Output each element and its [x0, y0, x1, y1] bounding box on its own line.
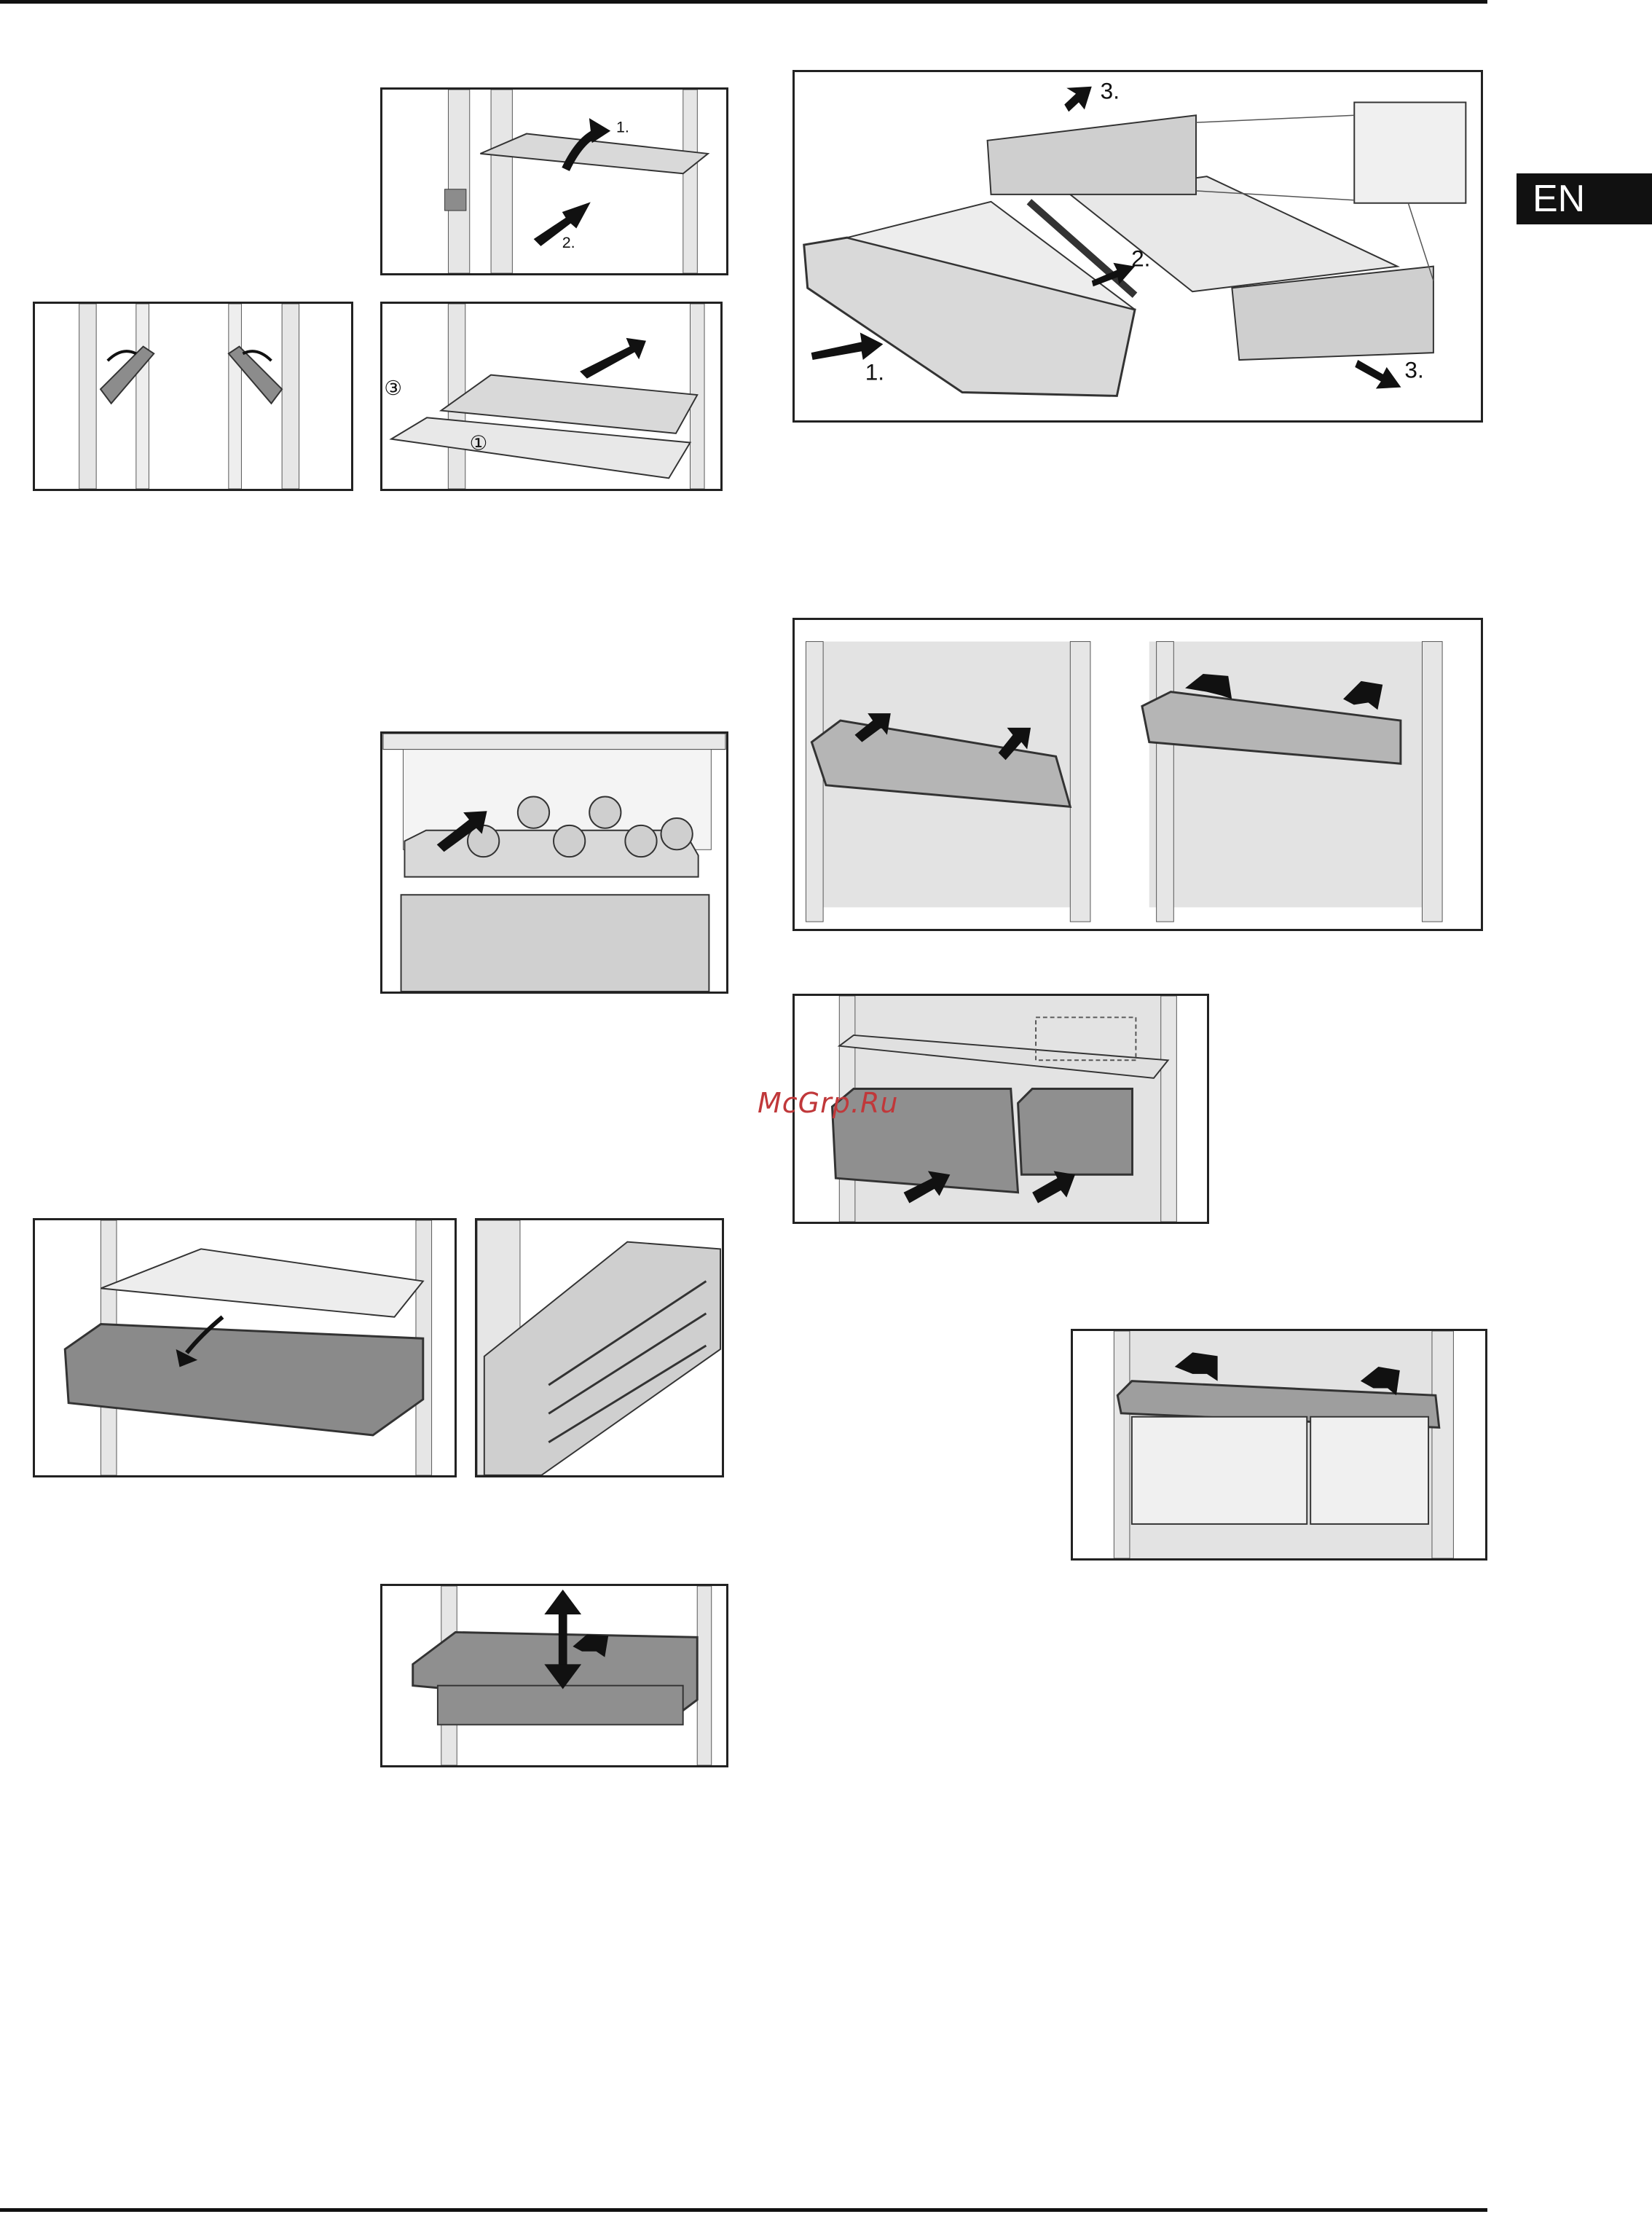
drawer-lift-illustration: [382, 1586, 726, 1765]
part-3-label: ③: [384, 377, 402, 399]
figure-shelf-tilt: 1. 2.: [380, 87, 728, 275]
step-3b-label: 3.: [1404, 357, 1423, 383]
step-2-label: 2.: [562, 234, 575, 251]
figure-shelf-insert: ③ ①: [380, 302, 723, 491]
door-shelf-illustration: [795, 620, 1481, 929]
bottle-rack-illustration: [382, 734, 726, 992]
shelf-supports-illustration: [35, 304, 351, 489]
figure-door-bin: [1071, 1329, 1487, 1561]
watermark: McGrp.Ru: [758, 1087, 898, 1119]
figure-door-shelf: [792, 618, 1483, 931]
figure-drawer-lift: [380, 1584, 728, 1767]
language-tab: EN: [1517, 173, 1652, 224]
bottom-rule: [0, 2208, 1487, 2212]
figure-drawer-rail: [475, 1218, 724, 1477]
shelf-tilt-illustration: 1. 2.: [382, 90, 726, 273]
part-1-label: ①: [470, 431, 488, 454]
shelf-insert-illustration: ③ ①: [382, 304, 720, 489]
figure-bottle-rack: [380, 731, 728, 994]
step-3a-label: 3.: [1101, 78, 1120, 104]
drawer-removal-illustration: 1. 2. 3. 3.: [795, 72, 1481, 420]
figure-drawer-removal: 1. 2. 3. 3.: [792, 70, 1483, 423]
figure-shelf-supports: [33, 302, 353, 491]
door-bin-illustration: [1073, 1331, 1485, 1558]
step-1-label: 1.: [865, 359, 884, 385]
step-2-label: 2.: [1131, 246, 1150, 272]
drawer-glass-illustration: [35, 1220, 455, 1475]
top-rule: [0, 0, 1487, 4]
drawer-rail-illustration: [477, 1220, 722, 1475]
step-1-label: 1.: [616, 119, 629, 136]
figure-drawer-glass: [33, 1218, 457, 1477]
